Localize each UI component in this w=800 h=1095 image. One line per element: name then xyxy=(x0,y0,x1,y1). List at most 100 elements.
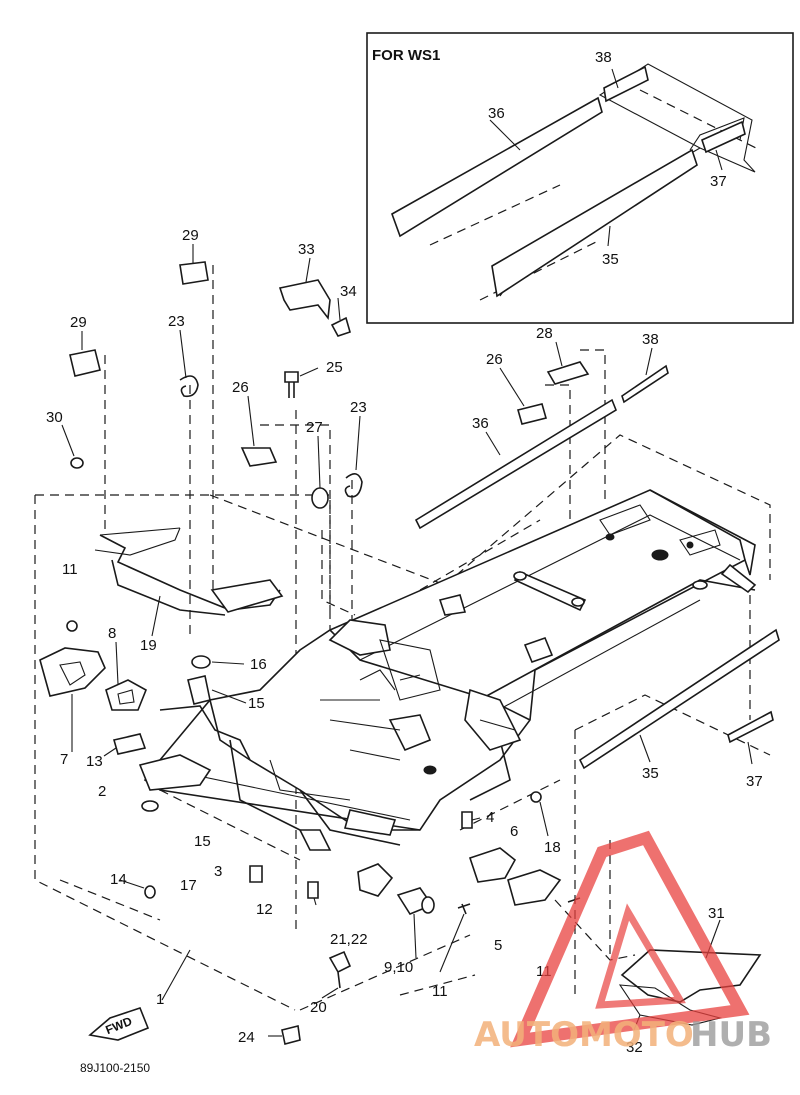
part-3 xyxy=(249,865,263,883)
part-21-22 xyxy=(357,863,394,897)
inset-callout-35: 35 xyxy=(602,251,619,268)
callout-8: 8 xyxy=(108,625,116,642)
callout-21-22: 21,22 xyxy=(330,931,368,948)
callout-35: 35 xyxy=(642,765,659,782)
callout-29-upper: 29 xyxy=(182,227,199,244)
callout-32: 32 xyxy=(626,1039,643,1056)
part-26-left xyxy=(240,447,278,467)
part-11-bolt xyxy=(66,620,78,632)
callout-36: 36 xyxy=(472,415,489,432)
fwd-arrow xyxy=(88,1007,150,1041)
callout-7: 7 xyxy=(60,751,68,768)
part-23-clip-right xyxy=(344,473,363,498)
callout-24: 24 xyxy=(238,1029,255,1046)
callout-16: 16 xyxy=(250,656,267,673)
inset-title: FOR WS1 xyxy=(372,47,440,64)
parts xyxy=(39,261,780,1045)
callout-6: 6 xyxy=(510,823,518,840)
part-25-screw xyxy=(284,371,299,398)
part-33-bracket xyxy=(278,279,331,321)
inset-callout-38: 38 xyxy=(595,49,612,66)
part-24 xyxy=(281,1025,301,1045)
callout-30: 30 xyxy=(46,409,63,426)
part-29-upper xyxy=(179,261,209,285)
part-18 xyxy=(530,791,542,803)
inset-strip-37 xyxy=(701,120,746,154)
callout-17: 17 xyxy=(180,877,197,894)
callout-2: 2 xyxy=(98,783,106,800)
callout-4: 4 xyxy=(486,809,494,826)
part-12 xyxy=(307,881,319,899)
watermark-text-automoto: AUTOMOTO xyxy=(474,1015,694,1055)
callout-23-left: 23 xyxy=(168,313,185,330)
callout-23-right: 23 xyxy=(350,399,367,416)
part-15-lower xyxy=(141,800,159,812)
part-8-bracket xyxy=(105,679,148,711)
part-37-strip xyxy=(727,710,774,744)
callout-11-upper: 11 xyxy=(62,561,78,578)
callout-27: 27 xyxy=(306,419,323,436)
callout-26-right: 26 xyxy=(486,351,503,368)
part-19-handlebar xyxy=(99,534,281,611)
part-13 xyxy=(112,733,147,755)
part-14 xyxy=(144,885,156,899)
diagram-code: 89J100-2150 xyxy=(80,1061,150,1075)
part-28 xyxy=(546,361,590,385)
inset-callout-37: 37 xyxy=(710,173,727,190)
callout-1: 1 xyxy=(156,991,164,1008)
part-15-upper xyxy=(187,675,211,705)
part-20-bolt xyxy=(328,950,352,989)
callout-13: 13 xyxy=(86,753,103,770)
callout-9-10: 9,10 xyxy=(384,959,413,976)
callout-18: 18 xyxy=(544,839,561,856)
part-7-cover xyxy=(39,647,106,697)
part-38-strip xyxy=(621,364,669,404)
part-23-clip-left xyxy=(179,375,199,398)
inset-strip-38 xyxy=(603,65,649,103)
watermark-logo: AUTOMOTO HUB xyxy=(474,830,772,1055)
part-5-bracket xyxy=(507,869,562,906)
callout-33: 33 xyxy=(298,241,315,258)
part-4 xyxy=(461,811,473,829)
part-31-plate xyxy=(620,949,762,1003)
callout-20: 20 xyxy=(310,999,327,1016)
callout-37: 37 xyxy=(746,773,763,790)
inset-strip-35 xyxy=(491,148,698,298)
callout-19: 19 xyxy=(140,637,157,654)
leader-lines xyxy=(61,244,753,1037)
callout-25: 25 xyxy=(326,359,343,376)
inset-frame xyxy=(366,32,794,324)
callout-15-upper: 15 xyxy=(248,695,265,712)
watermark-triangle-icon xyxy=(510,830,750,1048)
callout-11-center: 11 xyxy=(432,983,448,1000)
callout-12: 12 xyxy=(256,901,273,918)
part-2 xyxy=(138,754,212,791)
inset-callout-36: 36 xyxy=(488,105,505,122)
callout-31: 31 xyxy=(708,905,725,922)
part-26-right xyxy=(517,403,547,425)
part-27 xyxy=(311,487,329,509)
part-36-strip xyxy=(414,398,617,530)
frame-body xyxy=(209,489,756,831)
part-16 xyxy=(191,655,211,669)
callout-29-lower: 29 xyxy=(70,314,87,331)
callout-5: 5 xyxy=(494,937,502,954)
part-30 xyxy=(70,457,84,469)
watermark-text-hub: HUB xyxy=(690,1015,772,1055)
main-frame xyxy=(143,489,757,851)
part-11-bolt-center xyxy=(457,903,471,915)
callout-14: 14 xyxy=(110,871,127,888)
part-34-bolt xyxy=(330,316,351,337)
part-6-bracket xyxy=(468,847,517,883)
inset-for-ws1: FOR WS1 38 36 37 35 xyxy=(366,32,794,324)
callout-38: 38 xyxy=(642,331,659,348)
callout-15-lower: 15 xyxy=(194,833,211,850)
callout-28: 28 xyxy=(536,325,553,342)
callout-3: 3 xyxy=(214,863,222,880)
inset-strip-36 xyxy=(391,96,603,238)
callout-26-left: 26 xyxy=(232,379,249,396)
callout-34: 34 xyxy=(340,283,357,300)
callout-labels: 29 29 33 34 23 25 30 26 27 23 28 26 38 3… xyxy=(46,227,763,1056)
part-35-strip xyxy=(578,628,780,770)
